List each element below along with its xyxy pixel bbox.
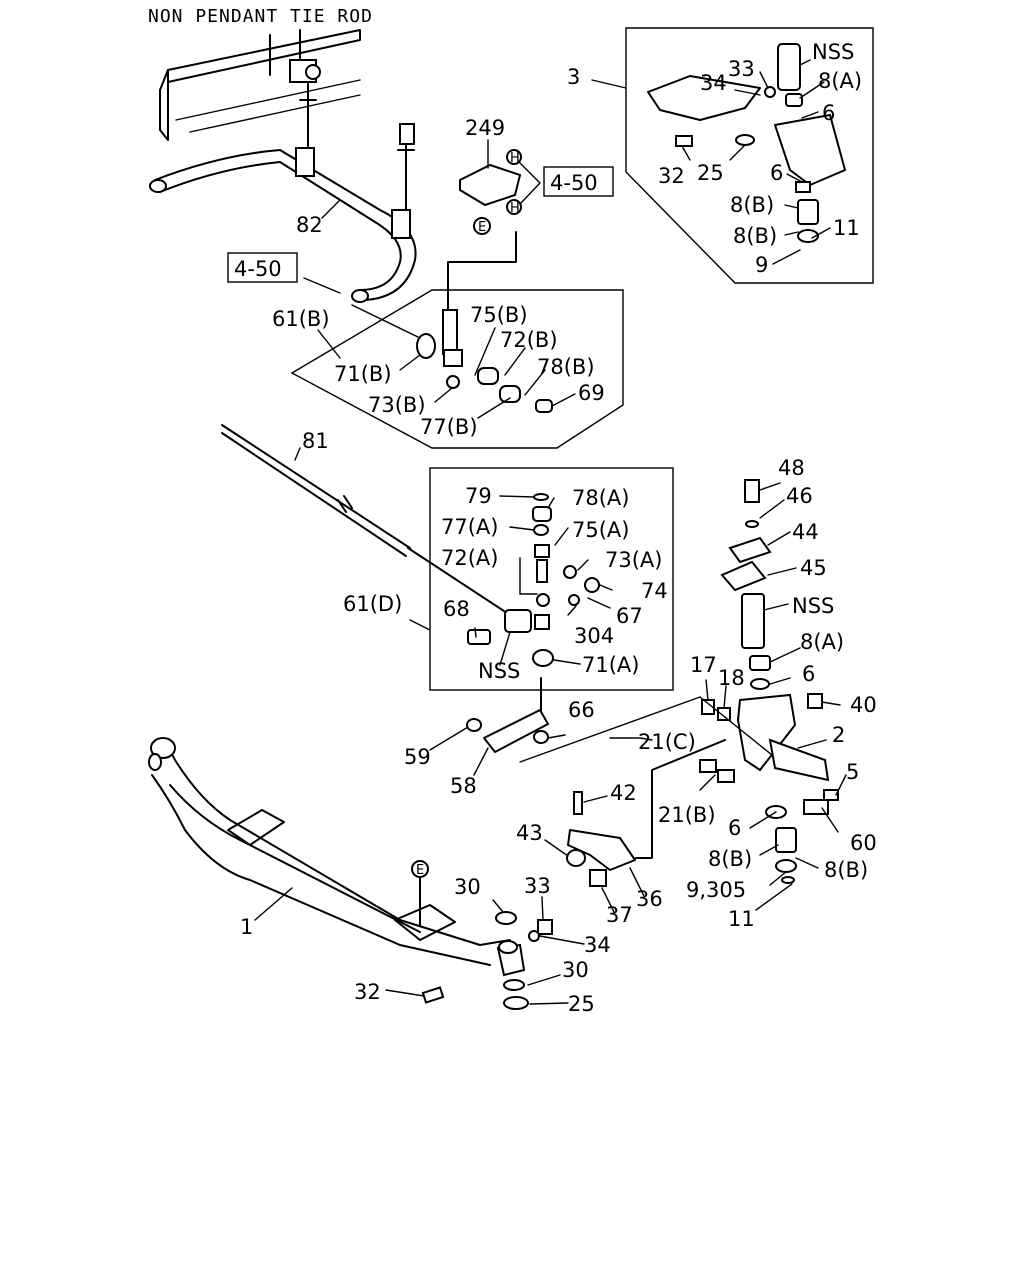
label-6c: 6 <box>802 662 815 686</box>
label-nss2: NSS <box>478 659 520 683</box>
label-30b: 30 <box>562 958 589 982</box>
ref-box-left[interactable]: 4-50 <box>227 252 298 283</box>
label-42: 42 <box>610 781 637 805</box>
label-73b: 73(B) <box>368 393 426 417</box>
label-nss1: NSS <box>812 40 854 64</box>
label-45: 45 <box>800 556 827 580</box>
stabilizer-bar-82 <box>149 59 417 303</box>
tie-rod-end-61b <box>416 231 553 413</box>
part-labels: 3 33 NSS 8(A) 34 6 32 25 6 8(B) 8(B) 11 … <box>240 40 877 1016</box>
ref-label-left: 4-50 <box>234 257 282 281</box>
label-44: 44 <box>792 520 819 544</box>
label-304: 304 <box>574 624 614 648</box>
label-25a: 25 <box>697 161 724 185</box>
label-59: 59 <box>404 745 431 769</box>
steering-arm <box>566 739 726 887</box>
label-1: 1 <box>240 915 253 939</box>
label-2: 2 <box>832 723 845 747</box>
label-78b: 78(B) <box>537 355 595 379</box>
label-18: 18 <box>718 666 745 690</box>
label-33a: 33 <box>728 57 755 81</box>
label-71b: 71(B) <box>334 362 392 386</box>
label-21b: 21(B) <box>658 803 716 827</box>
label-74: 74 <box>641 579 668 603</box>
label-78a: 78(A) <box>572 486 629 510</box>
label-249: 249 <box>465 116 505 140</box>
box-3-outline <box>625 27 874 284</box>
label-6b: 6 <box>770 161 783 185</box>
label-77b: 77(B) <box>420 415 478 439</box>
label-61d: 61(D) <box>343 592 402 616</box>
label-36: 36 <box>636 887 663 911</box>
label-72a: 72(A) <box>441 546 498 570</box>
label-11a: 11 <box>833 216 860 240</box>
label-6a: 6 <box>822 101 835 125</box>
label-34b: 34 <box>584 933 611 957</box>
frame-rail <box>159 29 361 141</box>
label-46: 46 <box>786 484 813 508</box>
label-71a: 71(A) <box>582 653 639 677</box>
label-37: 37 <box>606 903 633 927</box>
label-72b: 72(B) <box>500 328 558 352</box>
label-69: 69 <box>578 381 605 405</box>
label-25b: 25 <box>568 992 595 1016</box>
marker-e2: E <box>416 863 424 878</box>
label-8b4: 8(B) <box>824 858 868 882</box>
marker-h2: H <box>510 201 520 216</box>
label-5: 5 <box>846 760 859 784</box>
label-17: 17 <box>690 653 717 677</box>
label-6d: 6 <box>728 816 741 840</box>
label-8a1: 8(A) <box>818 69 862 93</box>
label-34a: 34 <box>700 71 727 95</box>
label-40: 40 <box>850 693 877 717</box>
tie-rod-81 <box>221 424 511 616</box>
label-75a: 75(A) <box>572 518 629 542</box>
label-11b: 11 <box>728 907 755 931</box>
box-61b-outline <box>290 289 624 449</box>
label-66: 66 <box>568 698 595 722</box>
label-60: 60 <box>850 831 877 855</box>
label-68: 68 <box>443 597 470 621</box>
label-21c: 21(C) <box>638 730 696 754</box>
knuckle-assembly-top <box>647 43 846 243</box>
ref-label-top: 4-50 <box>550 171 598 195</box>
label-8b2: 8(B) <box>733 224 777 248</box>
ref-box-top[interactable]: 4-50 <box>543 166 614 197</box>
label-9305: 9,305 <box>686 878 746 902</box>
plate-249 <box>459 149 522 235</box>
box-61d-outline <box>429 467 674 691</box>
label-73a: 73(A) <box>605 548 662 572</box>
label-77a: 77(A) <box>441 515 498 539</box>
label-33b: 33 <box>524 874 551 898</box>
label-9a: 9 <box>755 253 768 277</box>
axle-beam-1 <box>148 737 553 1010</box>
label-8b1: 8(B) <box>730 193 774 217</box>
label-32b: 32 <box>354 980 381 1004</box>
diagram-title: NON PENDANT TIE ROD <box>148 6 373 27</box>
label-75b: 75(B) <box>470 303 528 327</box>
label-48: 48 <box>778 456 805 480</box>
label-79: 79 <box>465 484 492 508</box>
label-8b3: 8(B) <box>708 847 752 871</box>
marker-e1: E <box>478 220 486 235</box>
leader-lines <box>254 59 847 1005</box>
label-8a2: 8(A) <box>800 630 844 654</box>
marker-h1: H <box>510 151 520 166</box>
label-nss3: NSS <box>792 594 834 618</box>
circle-markers: H H E E <box>416 151 520 878</box>
label-81: 81 <box>302 429 329 453</box>
label-30a: 30 <box>454 875 481 899</box>
knuckle-assembly-right <box>699 479 839 884</box>
label-3: 3 <box>567 65 580 89</box>
label-32a: 32 <box>658 164 685 188</box>
label-43: 43 <box>516 821 543 845</box>
label-61b: 61(B) <box>272 307 330 331</box>
label-82: 82 <box>296 213 323 237</box>
drag-link-end <box>466 696 773 763</box>
tie-rod-end-61d <box>467 493 600 711</box>
label-67: 67 <box>616 604 643 628</box>
label-58: 58 <box>450 774 477 798</box>
